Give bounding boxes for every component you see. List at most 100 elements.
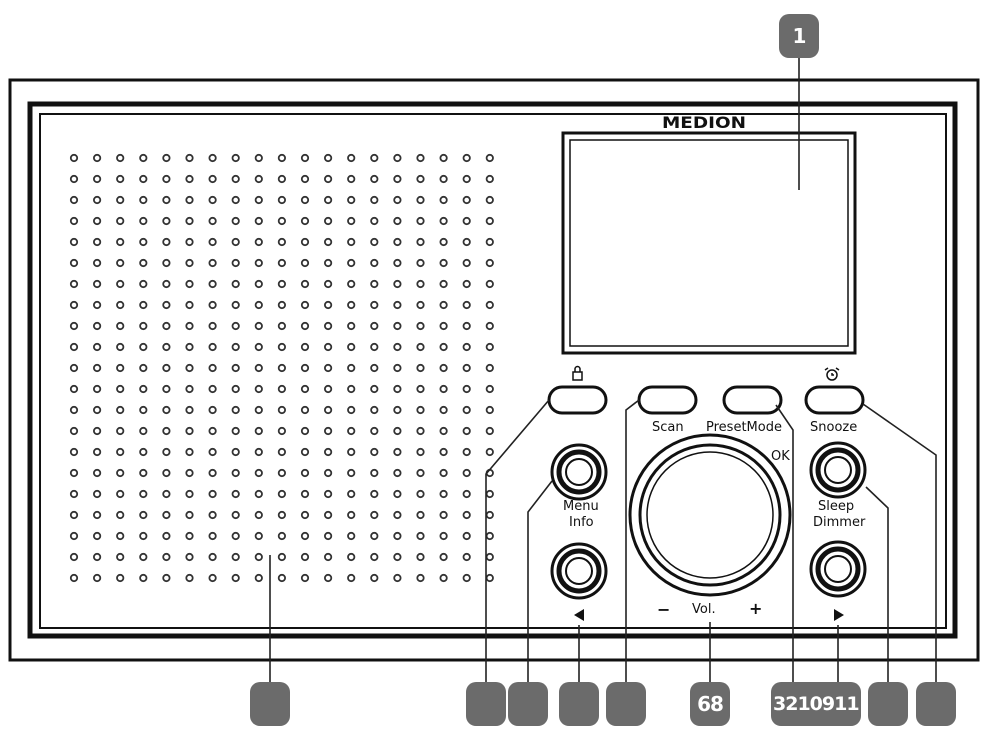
grill-hole [93,510,102,520]
grill-hole [93,342,102,352]
power-button[interactable] [547,385,608,415]
grill-hole [69,531,79,541]
scan-label: Scan [652,420,684,435]
grill-hole [347,216,356,226]
grill-hole [277,573,286,583]
grill-hole [347,195,356,205]
grill-hole [116,405,125,415]
grill-hole [370,321,379,331]
grill-hole [485,237,494,247]
grill-hole [300,363,310,373]
grill-hole [485,153,494,163]
grill-hole [93,573,102,583]
grill-hole [323,153,333,163]
grill-hole [116,300,125,310]
grill-hole [254,321,263,331]
grill-hole [208,195,217,205]
grill-hole [416,552,425,562]
grill-hole [277,279,286,289]
grill-hole [208,552,217,562]
snooze-button[interactable] [804,385,865,415]
grill-hole [185,489,194,499]
grill-hole [254,468,263,478]
grill-hole [116,468,125,478]
grill-hole [416,405,425,415]
grill-hole [277,447,286,457]
grill-hole [347,510,356,520]
grill-hole [185,321,194,331]
grill-hole [208,426,217,436]
grill-hole [462,468,471,478]
grill-hole [254,573,263,583]
grill-hole [185,342,194,352]
grill-hole [254,237,263,247]
grill-hole [370,531,379,541]
grill-hole [323,426,333,436]
grill-hole [162,258,171,268]
grill-hole [462,300,471,310]
grill-hole [370,174,379,184]
menu-info-knob[interactable] [550,443,608,501]
grill-hole [416,426,425,436]
grill-hole [208,279,217,289]
grill-hole [370,573,379,583]
grill-hole [370,195,379,205]
grill-hole [93,300,102,310]
grill-hole [208,237,217,247]
speaker-grill [69,153,494,583]
grill-hole [254,405,263,415]
grill-hole [277,195,286,205]
grill-hole [69,405,79,415]
grill-hole [323,468,333,478]
grill-hole [162,216,171,226]
grill-hole [323,300,333,310]
grill-hole [323,489,333,499]
grill-hole [370,237,379,247]
scan-button[interactable] [637,385,698,415]
volume-ok-knob[interactable] [628,433,792,597]
grill-hole [300,342,310,352]
grill-hole [416,279,425,289]
grill-hole [485,531,494,541]
sleep-dimmer-knob[interactable] [809,441,867,499]
grill-hole [347,552,356,562]
grill-hole [254,531,263,541]
alarm-clock-icon [824,367,840,381]
grill-hole [93,153,102,163]
grill-hole [300,216,310,226]
callout-snooze [916,682,956,726]
grill-hole [139,321,148,331]
grill-hole [116,510,125,520]
grill-hole [462,174,471,184]
snooze-label: Snooze [810,420,858,435]
grill-hole [254,174,263,184]
grill-hole [208,573,217,583]
grill-hole [254,279,263,289]
grill-hole [323,384,333,394]
grill-hole [439,447,448,457]
grill-hole [439,468,448,478]
grill-hole [116,426,125,436]
vol-label: Vol. [692,602,716,617]
grill-hole [139,447,148,457]
grill-hole [231,510,240,520]
grill-hole [69,426,79,436]
grill-hole [393,342,402,352]
grill-hole [69,300,79,310]
preset-mode-button[interactable] [722,385,783,415]
grill-hole [370,153,379,163]
grill-hole [93,258,102,268]
grill-hole [370,426,379,436]
grill-hole [393,468,402,478]
grill-hole [231,384,240,394]
grill-hole [439,405,448,415]
grill-hole [300,405,310,415]
next-knob[interactable] [809,540,867,598]
grill-hole [185,510,194,520]
prev-knob[interactable] [550,542,608,600]
dimmer-label: Dimmer [813,515,866,530]
grill-hole [416,447,425,457]
grill-hole [439,573,448,583]
grill-hole [323,174,333,184]
grill-hole [462,363,471,373]
